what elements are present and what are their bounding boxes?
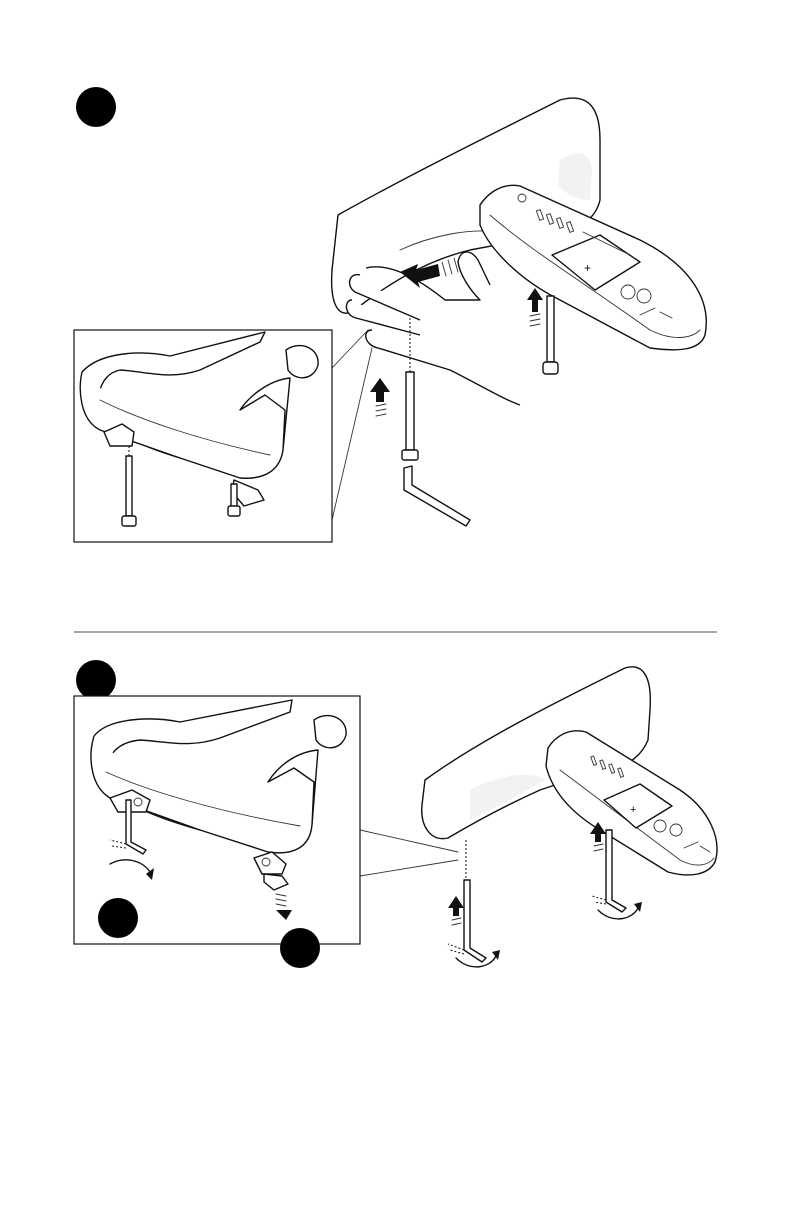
- detail-inset-1: [74, 330, 332, 542]
- arrow-up-icon: [448, 896, 464, 925]
- step-1: +: [74, 87, 706, 542]
- step-2: +: [74, 660, 717, 968]
- step-badge-1: [76, 87, 116, 127]
- armrest-main-view: +: [332, 98, 707, 350]
- armrest-main-view: +: [422, 667, 717, 875]
- hex-key-icon: [404, 466, 470, 526]
- hex-key-icon: [448, 880, 486, 962]
- plus-symbol: +: [630, 804, 636, 816]
- plus-symbol: +: [584, 261, 591, 275]
- bolt-icon: [543, 296, 558, 374]
- step-badge-2a: [98, 898, 138, 938]
- step-badge-2: [76, 660, 116, 700]
- detail-inset-2: [74, 696, 360, 968]
- bolt-icon: [402, 318, 418, 460]
- step-badge-2b: [280, 928, 320, 968]
- arrow-up-icon: [527, 288, 543, 326]
- arrow-up-icon: [370, 378, 390, 416]
